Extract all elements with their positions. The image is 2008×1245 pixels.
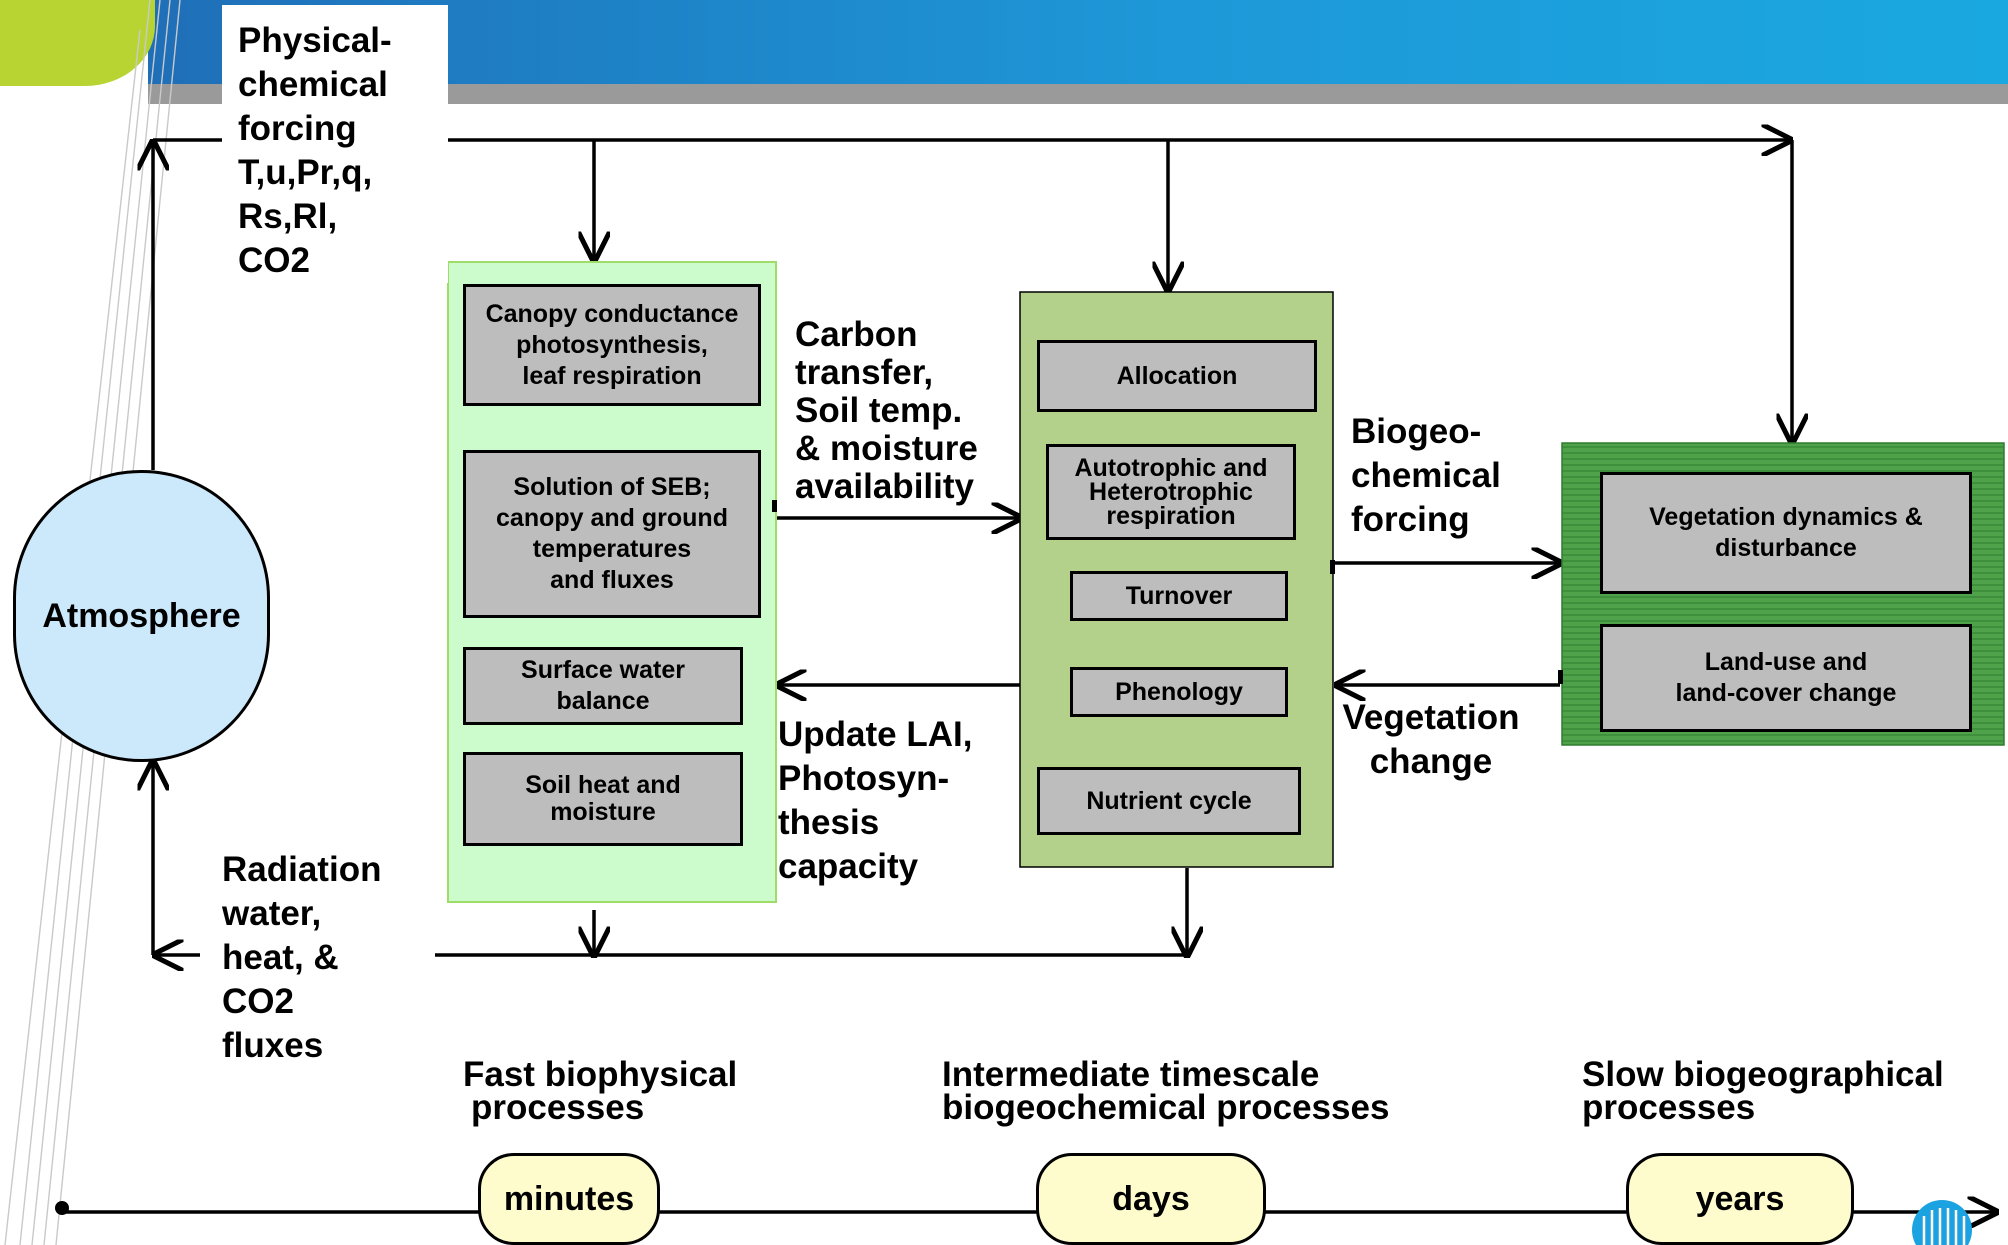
- label-line: transfer,: [795, 353, 934, 392]
- box-line: Nutrient cycle: [1086, 786, 1252, 815]
- vegetation-change-label: Vegetation change: [1336, 696, 1526, 784]
- box-line: Land-use and: [1704, 648, 1868, 676]
- label-line: availability: [795, 467, 974, 506]
- radiation-label: Radiation water, heat, & CO2 fluxes: [222, 848, 381, 1068]
- box-line: balance: [556, 687, 650, 715]
- years-bubble: years: [1626, 1153, 1854, 1245]
- atmosphere-node: Atmosphere: [13, 470, 270, 762]
- box-line: canopy and ground: [496, 504, 728, 532]
- turnover-box: Turnover: [1070, 571, 1288, 621]
- slow-timescale-title: Slow biogeographical processes: [1582, 1055, 1944, 1127]
- header-stripe: [148, 84, 2008, 104]
- forcing-line-5: Rs,Rl,: [238, 197, 338, 236]
- box-line: Heterotrophic: [1089, 478, 1253, 506]
- box-line: leaf respiration: [522, 361, 702, 390]
- box-line: photosynthesis,: [516, 330, 708, 359]
- box-line: Vegetation dynamics &: [1649, 503, 1923, 531]
- box-line: Allocation: [1116, 361, 1238, 390]
- title-line: Intermediate timescale: [942, 1055, 1320, 1094]
- seb-solution-box: Solution of SEB; canopy and ground tempe…: [463, 450, 761, 618]
- label-line: & moisture: [795, 429, 978, 468]
- timeline-start-dot: [55, 1201, 69, 1215]
- forcing-line-1: Physical-: [238, 21, 392, 60]
- minutes-label: minutes: [503, 1179, 635, 1218]
- fast-timescale-title: Fast biophysical processes: [463, 1055, 738, 1127]
- forcing-line-3: forcing: [238, 109, 357, 148]
- land-use-box: Land-use and land-cover change: [1600, 624, 1972, 732]
- forcing-line-4: T,u,Pr,q,: [238, 153, 373, 192]
- box-line: Soil heat and: [525, 771, 681, 799]
- radiation-line-1: Radiation: [222, 850, 382, 889]
- radiation-line-2: water,: [222, 894, 322, 933]
- title-line: processes: [471, 1088, 645, 1127]
- update-lai-label: Update LAI, Photosyn- thesis capacity: [778, 713, 972, 889]
- minutes-bubble: minutes: [478, 1153, 660, 1245]
- label-line: chemical: [1351, 456, 1501, 495]
- label-line: thesis: [778, 803, 880, 842]
- days-bubble: days: [1036, 1153, 1266, 1245]
- corner-accent: [0, 0, 155, 86]
- label-line: Soil temp.: [795, 391, 963, 430]
- box-line: Autotrophic and: [1074, 454, 1268, 482]
- nutrient-cycle-box: Nutrient cycle: [1037, 767, 1301, 835]
- header-banner: [148, 0, 2008, 84]
- carbon-transfer-label: Carbon transfer, Soil temp. & moisture a…: [795, 316, 978, 506]
- forcing-label: Physical- chemical forcing T,u,Pr,q, Rs,…: [222, 5, 448, 283]
- phenology-box: Phenology: [1070, 667, 1288, 717]
- title-line: processes: [1582, 1088, 1756, 1127]
- box-line: and fluxes: [550, 566, 674, 594]
- radiation-line-3: heat, &: [222, 938, 339, 977]
- radiation-line-5: fluxes: [222, 1026, 324, 1065]
- label-line: Carbon: [795, 315, 918, 354]
- box-line: land-cover change: [1675, 679, 1897, 707]
- years-label: years: [1695, 1179, 1785, 1218]
- box-line: Surface water: [521, 656, 685, 684]
- label-line: capacity: [778, 847, 919, 886]
- forcing-line-6: CO2: [238, 241, 310, 280]
- days-label: days: [1112, 1179, 1190, 1218]
- canopy-conductance-box: Canopy conductance photosynthesis, leaf …: [463, 284, 761, 406]
- label-line: Vegetation: [1342, 698, 1520, 737]
- box-line: Turnover: [1125, 581, 1233, 610]
- label-line: forcing: [1351, 500, 1470, 539]
- box-line: temperatures: [532, 535, 692, 563]
- forcing-line-2: chemical: [238, 65, 388, 104]
- label-line: Update LAI,: [778, 715, 973, 754]
- radiation-line-4: CO2: [222, 982, 294, 1021]
- intermediate-timescale-title: Intermediate timescale biogeochemical pr…: [942, 1055, 1390, 1127]
- title-line: biogeochemical processes: [942, 1088, 1390, 1127]
- surface-water-box: Surface water balance: [463, 647, 743, 725]
- box-line: disturbance: [1715, 534, 1857, 562]
- label-line: change: [1369, 742, 1493, 781]
- box-line: moisture: [550, 798, 656, 826]
- respiration-box: Autotrophic and Heterotrophic respiratio…: [1046, 444, 1296, 540]
- label-line: Biogeo-: [1351, 412, 1482, 451]
- label-line: Photosyn-: [778, 759, 950, 798]
- atmosphere-label: Atmosphere: [42, 597, 241, 635]
- title-line: Fast biophysical: [463, 1055, 738, 1094]
- vegetation-dynamics-box: Vegetation dynamics & disturbance: [1600, 472, 1972, 594]
- box-line: Canopy conductance: [485, 299, 739, 328]
- title-line: Slow biogeographical: [1582, 1055, 1944, 1094]
- box-line: respiration: [1106, 502, 1236, 530]
- biogeo-forcing-label: Biogeo- chemical forcing: [1351, 410, 1501, 542]
- box-line: Solution of SEB;: [513, 473, 711, 501]
- box-line: Phenology: [1115, 677, 1243, 706]
- soil-heat-box: Soil heat and moisture: [463, 752, 743, 846]
- allocation-box: Allocation: [1037, 340, 1317, 412]
- logo-icon: [1912, 1200, 1972, 1245]
